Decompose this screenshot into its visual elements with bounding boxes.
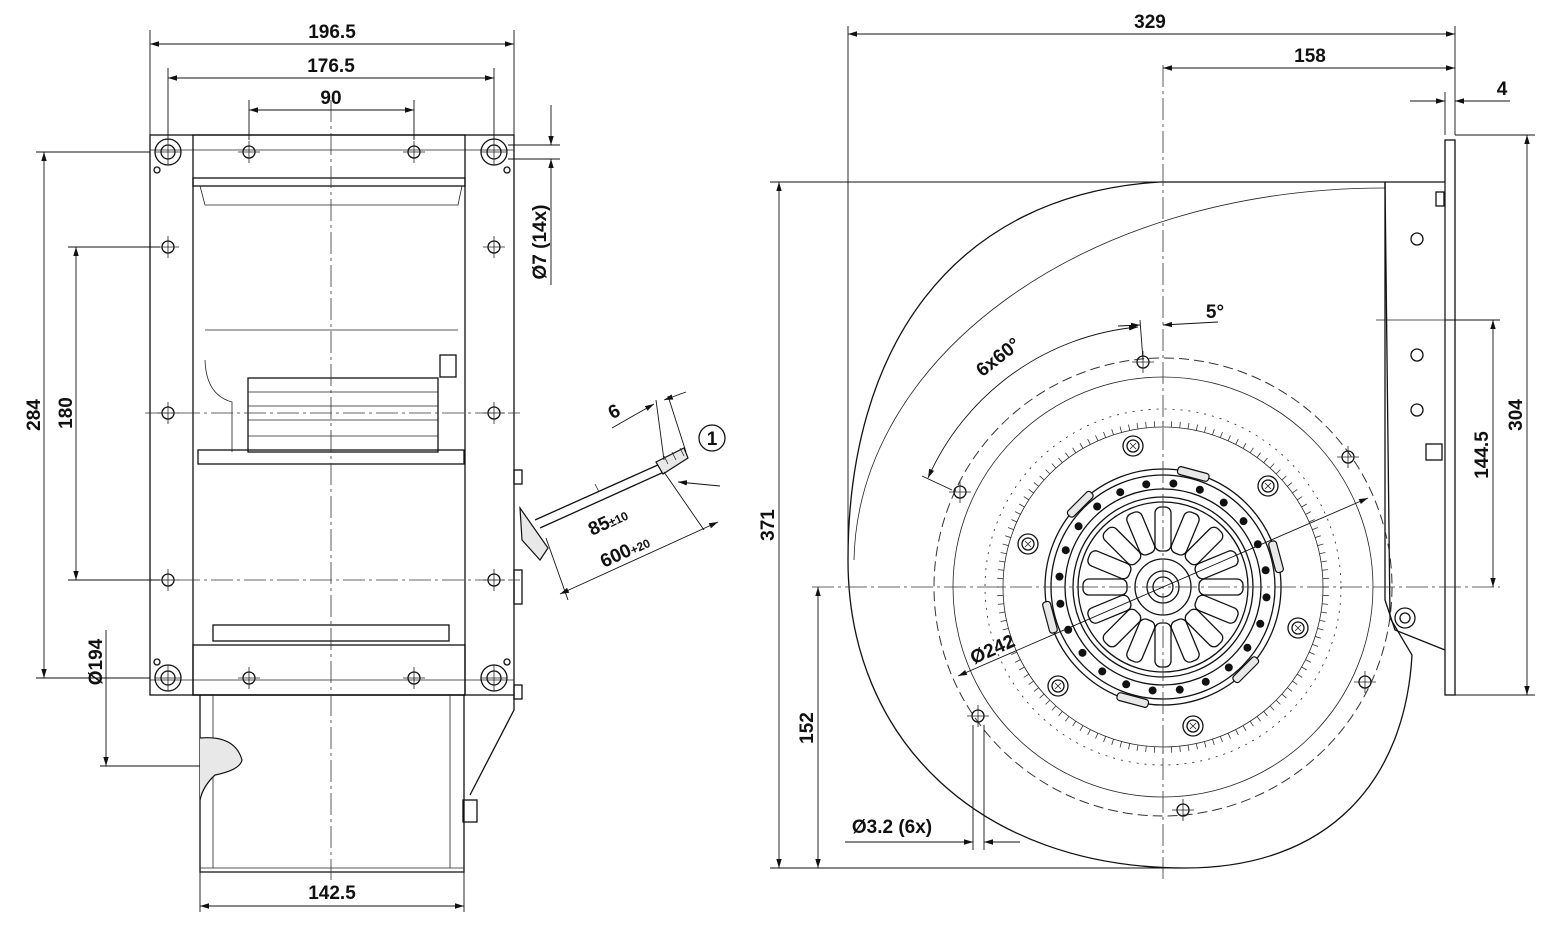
dim-width-overall-front: 329	[1134, 12, 1166, 33]
dim-flange-height: 304	[1506, 399, 1527, 431]
dim-height-overall: 284	[24, 399, 45, 431]
dim-height-overall-front: 371	[758, 509, 779, 541]
dim-housing-width: 142.5	[308, 883, 356, 904]
dim-hole-diameter: Ø7 (14x)	[530, 205, 551, 280]
dim-hole-spacing-top: 90	[320, 88, 341, 109]
dim-axis-height: 152	[797, 712, 818, 744]
dim-angle-offset: 5°	[1206, 302, 1224, 323]
dim-bolt-circle: Ø242	[967, 631, 1018, 669]
side-view: 1 196.5 176.5 90 284 180 Ø194 Ø7 (14x)	[24, 22, 726, 912]
dim-thread-holes: Ø3.2 (6x)	[852, 817, 932, 838]
dim-cable-strip: 6	[605, 400, 624, 424]
dim-width-holes: 176.5	[307, 56, 355, 77]
dim-axis-to-flange: 158	[1294, 46, 1326, 67]
dim-flange-thickness: 4	[1497, 79, 1508, 100]
front-view: 329 158 4 371 152 304 144.5 Ø242 Ø3.2 (6…	[758, 12, 1535, 880]
dim-axis-to-flange-top: 144.5	[1472, 431, 1493, 479]
callout-number: 1	[707, 429, 718, 450]
dim-angle-pattern: 6x60°	[972, 334, 1024, 381]
dim-cable-end: 85±10	[585, 504, 631, 541]
dim-width-overall: 196.5	[308, 22, 356, 43]
dim-cable-length: 600+20	[597, 531, 653, 572]
dim-inlet-diameter: Ø194	[86, 638, 107, 685]
dim-hole-spacing-vertical: 180	[56, 397, 77, 429]
